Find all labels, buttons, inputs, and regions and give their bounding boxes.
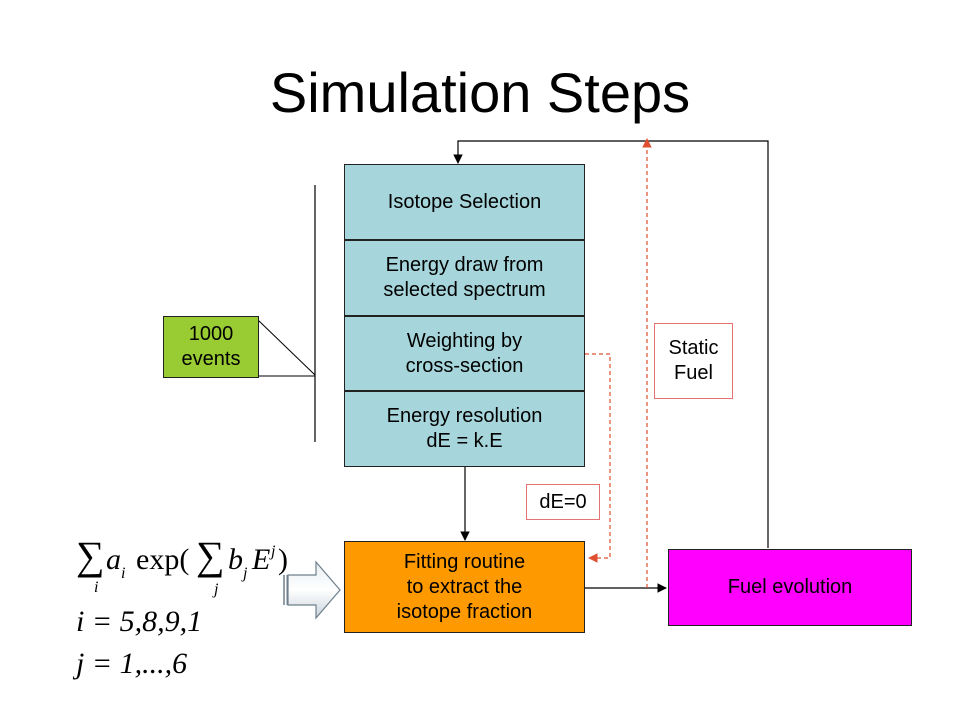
energy-resolution-line-1: Energy resolution [386,405,543,427]
formula-i-values: i = 5,8,9,1 [76,605,203,638]
formula-sum-j: ∑ [196,533,225,578]
events-box: 1000 events [163,316,259,378]
static-fuel-line-2: Fuel [674,362,713,384]
formula-j-values: j = 1,...,6 [76,647,188,680]
events-connector-top [257,319,316,376]
de-zero-box: dE=0 [526,484,600,520]
static-fuel-line-1: Static [668,337,719,359]
fitting-line-2: to extract the [406,575,523,598]
energy-resolution-line-2: dE = k.E [426,430,503,452]
energy-draw-line-1: Energy draw from [385,254,544,276]
weighting-line-1: Weighting by [406,329,523,352]
energy-draw-line-2: selected spectrum [383,279,546,301]
de-zero-dashed-arrow [585,353,611,563]
formula-sup-j: j [271,543,276,560]
page-title: Simulation Steps [269,61,691,124]
formula-close: ) [278,543,288,576]
fitting-formula: ∑ i a i exp( ∑ j b j E j ) [74,533,288,599]
fitting-line-3: isotope fraction [396,600,533,623]
formula-b: b [228,543,243,576]
energy-draw-box: Energy draw from selected spectrum [344,240,585,316]
energy-resolution-box: Energy resolution dE = k.E [344,391,585,467]
feedback-loop-arrow [453,140,769,548]
isotope-selection-label: Isotope Selection [387,190,542,213]
fuel-evolution-label: Fuel evolution [727,576,853,598]
formula-exp: exp( [136,543,190,576]
isotope-selection-box: Isotope Selection [344,164,585,240]
fitting-line-1: Fitting routine [403,550,526,573]
events-line-2: events [181,348,241,370]
de-zero-label: dE=0 [539,490,587,513]
formula-sub-b-j: j [243,565,248,582]
formula-a: a [106,543,121,576]
formula-sub-a-i: i [121,565,126,582]
block-arrow-icon [287,560,341,620]
fitting-routine-box: Fitting routine to extract the isotope f… [344,541,585,633]
formula-sum-i: ∑ [76,533,105,578]
fuel-evolution-box: Fuel evolution [668,549,912,626]
formula-E: E [252,543,271,576]
static-fuel-box: Static Fuel [654,323,733,399]
events-line-1: 1000 [188,323,234,345]
weighting-line-2: cross-section [405,354,524,377]
weighting-box: Weighting by cross-section [344,316,585,391]
formula-sub-j: j [214,581,219,598]
formula-sub-i: i [94,579,99,596]
